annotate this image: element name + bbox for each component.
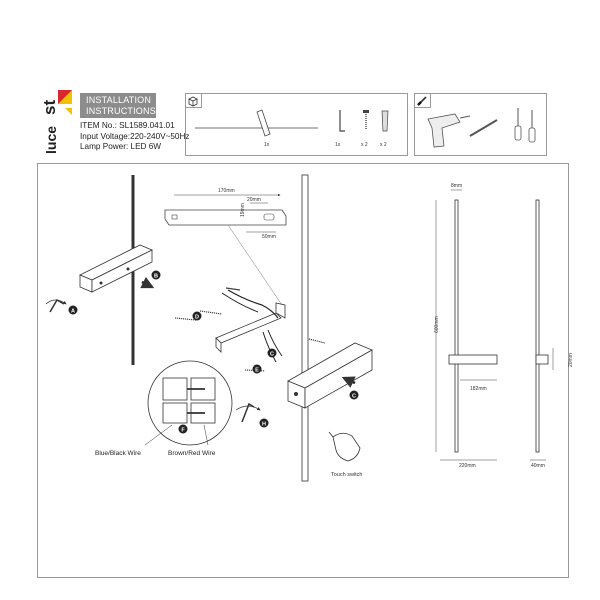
main-drawing-panel	[37, 163, 569, 578]
title-line-2: INSTRUCTIONS	[86, 105, 156, 116]
product-info: ITEM No.: SL1589.041.01 Input Voltage:22…	[80, 121, 189, 153]
svg-text:C: C	[270, 352, 274, 358]
key-qty: 1x	[335, 142, 341, 148]
contents-panel	[185, 93, 408, 156]
logo-text-bottom: luce	[43, 126, 59, 154]
contents-tag	[186, 94, 202, 108]
front-view: 8mm 600mm 182mm 220mm	[434, 183, 498, 469]
height-label: 600mm	[434, 316, 440, 333]
logo-text-top: st	[40, 100, 59, 115]
svg-text:F: F	[181, 428, 185, 434]
box-icon	[188, 96, 198, 107]
screw-qty: x 2	[361, 142, 368, 148]
wire-label-right: Brown/Red Wire	[168, 450, 216, 457]
contents-wall-plugs: x 2	[380, 110, 389, 148]
logo-graphic: st luce	[40, 90, 72, 154]
plug-qty: x 2	[380, 142, 387, 148]
hand-icon	[328, 431, 361, 462]
contents-hex-key: 1x	[335, 110, 345, 148]
bracket-offset-label: 50mm	[262, 234, 276, 240]
top-width-label: 8mm	[451, 183, 462, 189]
input-voltage: Input Voltage:220-240V~50Hz	[80, 131, 190, 141]
bracket-length-label: 182mm	[470, 386, 487, 392]
svg-text:C: C	[352, 394, 356, 400]
step-marker-b: B	[151, 270, 161, 280]
svg-text:B: B	[154, 274, 158, 280]
step-marker-h: H	[259, 418, 269, 428]
center-lamp	[287, 174, 373, 482]
lamp-power: Lamp Power: LED 6W	[80, 142, 161, 152]
tools-panel	[414, 93, 547, 156]
wire-label-left: Blue/Black Wire	[95, 450, 141, 457]
connector-detail	[144, 360, 261, 446]
base-width-label: 220mm	[459, 463, 476, 469]
pencil-icon	[469, 119, 498, 137]
step-marker-a: A	[68, 305, 78, 315]
svg-text:A: A	[71, 309, 75, 315]
svg-text:E: E	[255, 368, 259, 374]
screwdriver-icon	[417, 96, 427, 106]
bracket-width-label: 170mm	[218, 188, 235, 194]
bracket-dimension-drawing: 170mm 20mm 19mm 50mm	[164, 188, 287, 306]
side-mount-label: 20mm	[568, 353, 574, 367]
left-lamp-assembly	[45, 175, 155, 365]
svg-text:H: H	[262, 422, 266, 428]
step-marker-f: F	[178, 424, 188, 434]
contents-screws: x 2	[361, 110, 369, 148]
item-number: ITEM No.: SL1589.041.01	[80, 121, 175, 130]
lamp-qty: 1x	[264, 142, 270, 148]
drill-icon	[427, 113, 471, 148]
side-width-label: 40mm	[531, 463, 545, 469]
svg-text:D: D	[195, 315, 199, 321]
title-line-1: INSTALLATION	[86, 95, 152, 105]
step-marker-c2: C	[349, 390, 359, 400]
tools-tag	[415, 94, 431, 108]
step-marker-c1: C	[267, 348, 277, 358]
logo-yellow-triangle	[58, 90, 72, 104]
step-marker-e: E	[252, 364, 262, 374]
installation-title: INSTALLATION INSTRUCTIONS	[80, 93, 156, 118]
bracket-height-label: 19mm	[240, 203, 246, 217]
step-marker-d: D	[192, 311, 202, 321]
logo-small-triangle	[65, 108, 72, 115]
brand-logo: st luce	[36, 88, 76, 154]
contents-lamp: 1x	[195, 109, 318, 148]
touch-switch-label: Touch switch	[331, 472, 363, 478]
bracket-slot-label: 20mm	[247, 197, 261, 203]
screwdrivers-icon	[514, 108, 536, 143]
side-view: 20mm 40mm	[530, 199, 574, 469]
